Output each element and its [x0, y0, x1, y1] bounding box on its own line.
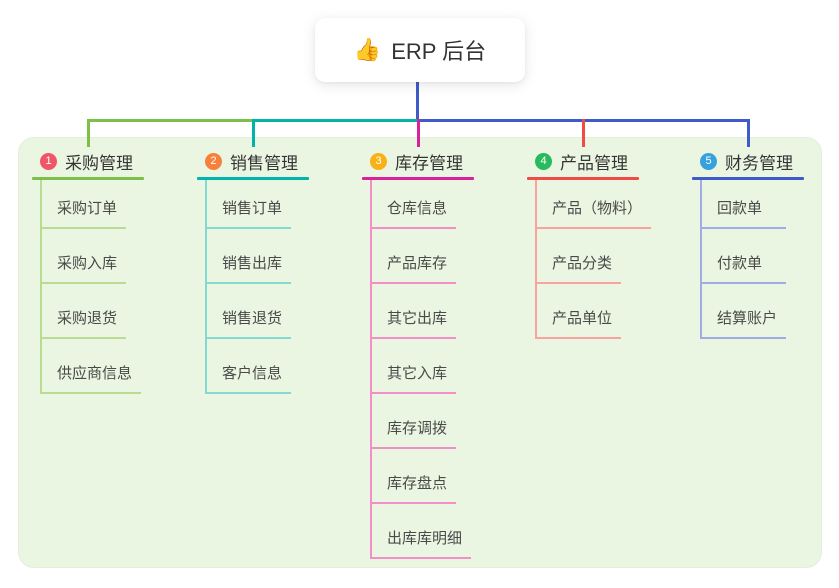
branch-number-badge: 3: [370, 152, 387, 170]
root-node-label: ERP 后台: [391, 39, 487, 64]
branch-number-badge: 5: [700, 152, 717, 170]
child-node[interactable]: 付款单: [700, 254, 786, 284]
child-node[interactable]: 供应商信息: [40, 364, 142, 394]
branch-drop-line: [582, 119, 585, 147]
child-node[interactable]: 产品（物料）: [535, 199, 652, 229]
branch-trunk-line: [700, 180, 702, 339]
branch-number-badge: 2: [205, 152, 222, 170]
branch: 4 产品管理 产品（物料） 产品分类产品单位: [527, 149, 685, 339]
branch-number-badge: 1: [40, 152, 57, 170]
branch-drop-line: [87, 119, 90, 147]
branch-underline: [692, 177, 804, 180]
branch-children: 产品（物料） 产品分类产品单位: [535, 180, 652, 364]
branch-node[interactable]: 4 产品管理: [535, 149, 685, 173]
child-node[interactable]: 产品分类: [535, 254, 622, 284]
child-node[interactable]: 库存盘点: [370, 474, 457, 504]
branch-children: 采购订单采购入库采购退货供应商信息: [40, 180, 142, 419]
branch-drop-line: [747, 119, 750, 147]
branch-trunk-line: [535, 180, 537, 339]
branch-title-label: 采购管理: [65, 153, 133, 173]
branch-node[interactable]: 2 销售管理: [205, 149, 355, 173]
branch-underline: [527, 177, 639, 180]
branch-children: 仓库信息产品库存其它出库其它入库库存调拨库存盘点出库库明细: [370, 180, 472, 584]
child-node[interactable]: 采购订单: [40, 199, 127, 229]
child-node[interactable]: 采购退货: [40, 309, 127, 339]
mindmap-background-panel: [18, 137, 822, 568]
child-node[interactable]: 仓库信息: [370, 199, 457, 229]
child-node[interactable]: 产品单位: [535, 309, 622, 339]
child-node[interactable]: 产品库存: [370, 254, 457, 284]
branch-children: 销售订单销售出库销售退货客户信息: [205, 180, 292, 419]
branch-trunk-line: [205, 180, 207, 394]
branch: 3 库存管理 仓库信息产品库存其它出库其它入库库存调拨库存盘点出库库明细: [362, 149, 520, 559]
bus-segment: [87, 119, 254, 122]
branch: 5 财务管理 回款单付款单结算账户: [692, 149, 839, 339]
branch-underline: [32, 177, 144, 180]
bus-segment: [252, 119, 419, 122]
child-node[interactable]: 销售退货: [205, 309, 292, 339]
child-node[interactable]: 其它入库: [370, 364, 457, 394]
branch-drop-line: [252, 119, 255, 147]
child-node[interactable]: 销售出库: [205, 254, 292, 284]
branch: 2 销售管理 销售订单销售出库销售退货客户信息: [197, 149, 355, 394]
child-node[interactable]: 其它出库: [370, 309, 457, 339]
branch-drop-line: [417, 119, 420, 147]
child-node[interactable]: 销售订单: [205, 199, 292, 229]
child-node[interactable]: 回款单: [700, 199, 786, 229]
child-node[interactable]: 客户信息: [205, 364, 292, 394]
branch-trunk-line: [40, 180, 42, 394]
branch-title-label: 库存管理: [395, 153, 463, 173]
branch-title-label: 财务管理: [725, 153, 793, 173]
child-node[interactable]: 库存调拨: [370, 419, 457, 449]
thumbs-up-icon: 👍: [353, 37, 382, 62]
branch: 1 采购管理 采购订单采购入库采购退货供应商信息: [32, 149, 190, 394]
branch-children: 回款单付款单结算账户: [700, 180, 787, 364]
branch-node[interactable]: 3 库存管理: [370, 149, 520, 173]
branch-node[interactable]: 1 采购管理: [40, 149, 190, 173]
branch-node[interactable]: 5 财务管理: [700, 149, 839, 173]
root-node-erp[interactable]: 👍 ERP 后台: [315, 18, 525, 82]
branch-title-label: 销售管理: [230, 153, 298, 173]
branch-underline: [197, 177, 309, 180]
branch-underline: [362, 177, 474, 180]
child-node[interactable]: 结算账户: [700, 309, 787, 339]
branch-title-label: 产品管理: [560, 153, 628, 173]
child-node[interactable]: 出库库明细: [370, 529, 472, 559]
root-stem-line: [416, 82, 419, 121]
child-node[interactable]: 采购入库: [40, 254, 127, 284]
branch-number-badge: 4: [535, 152, 552, 170]
branch-trunk-line: [370, 180, 372, 559]
